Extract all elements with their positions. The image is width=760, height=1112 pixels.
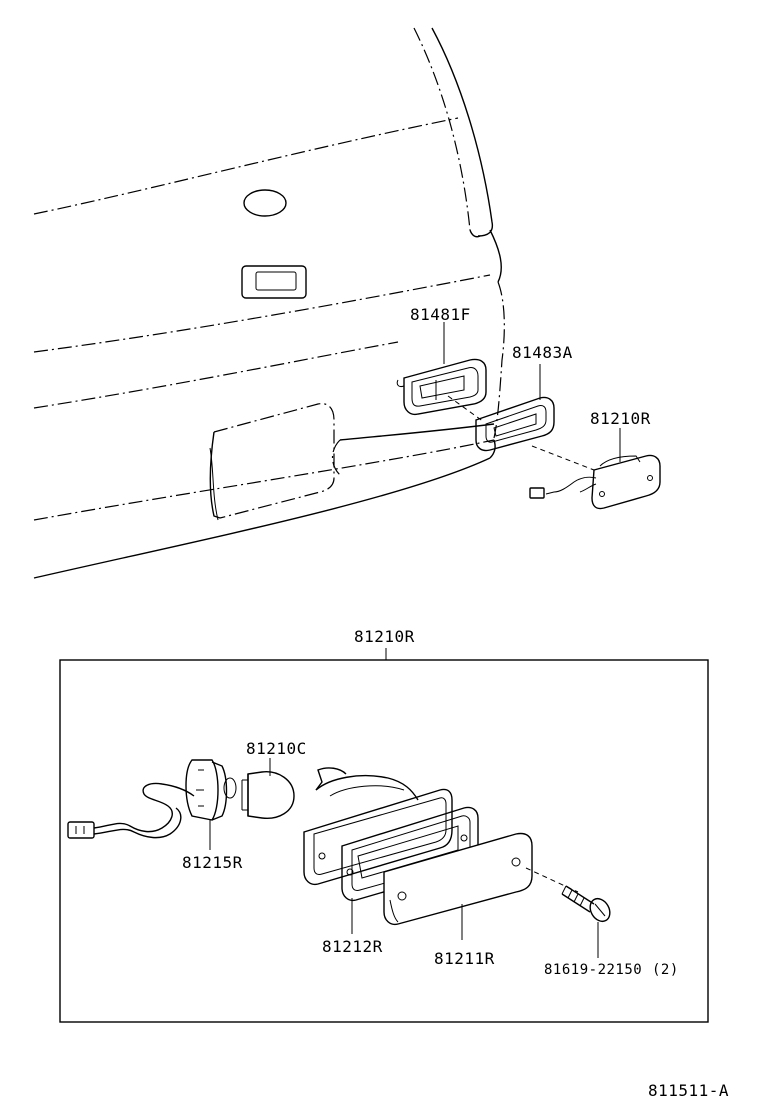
label-81210C: 81210C [246, 739, 307, 758]
screw-81619-22150 [561, 885, 611, 923]
bulb-81210C [241, 771, 295, 819]
assembly-line-lower [531, 445, 595, 471]
lens-81211R [383, 832, 533, 926]
label-81210R-top: 81210R [590, 409, 651, 428]
exploded-view-box [59, 659, 709, 1023]
vehicle-rear-body [33, 27, 505, 579]
label-81215R: 81215R [182, 853, 243, 872]
label-81210R-box: 81210R [354, 627, 415, 646]
figure-code: 811511-A [648, 1081, 729, 1100]
socket-81215R [67, 759, 237, 839]
label-81211R: 81211R [434, 949, 495, 968]
label-81483A: 81483A [512, 343, 573, 362]
side-lamp-assy-81210R [529, 454, 661, 510]
license-lamp-housing-81481F [396, 358, 487, 416]
label-screw-qty: (2) [652, 962, 679, 978]
label-81619-22150: 81619-22150 [544, 962, 642, 978]
label-81481F: 81481F [410, 305, 471, 324]
license-lamp-gasket-81483A [475, 396, 555, 452]
lamp-housing-body [303, 767, 453, 886]
label-81212R: 81212R [322, 937, 383, 956]
assembly-line-upper [447, 395, 485, 423]
